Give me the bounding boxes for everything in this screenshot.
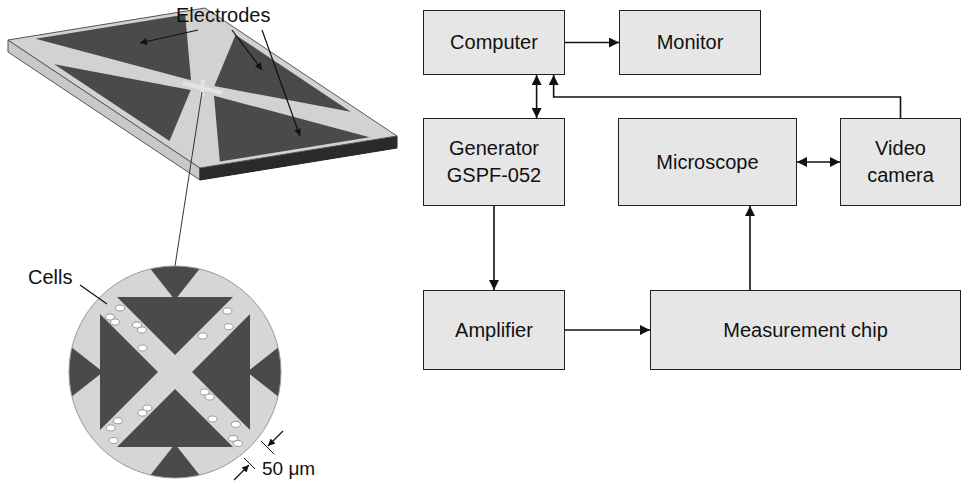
cells bbox=[106, 305, 243, 446]
part-label: Electrodes bbox=[176, 4, 271, 27]
leader-line bbox=[140, 30, 198, 43]
connector-arrow bbox=[749, 206, 751, 290]
process-box: Video camera bbox=[840, 118, 961, 206]
process-box: Measurement chip bbox=[650, 290, 961, 370]
part-label: Cells bbox=[28, 266, 72, 288]
zoom-line bbox=[175, 92, 202, 266]
process-box: Amplifier bbox=[423, 290, 565, 370]
zoom-border bbox=[69, 266, 281, 478]
extension-line bbox=[244, 458, 255, 469]
box-label: Monitor bbox=[657, 29, 724, 56]
connector-arrow bbox=[565, 329, 650, 331]
connector-arrow bbox=[493, 206, 495, 290]
process-box: Computer bbox=[423, 10, 565, 75]
chip-top bbox=[8, 8, 397, 168]
dimension-label: 50 μm bbox=[262, 458, 315, 479]
box-label: Computer bbox=[450, 29, 538, 56]
connector-arrow bbox=[554, 75, 901, 118]
electrode bbox=[214, 96, 370, 162]
process-box: Generator GSPF-052 bbox=[423, 118, 565, 206]
extension-line bbox=[261, 441, 274, 454]
leader-line bbox=[262, 30, 300, 136]
dimension-arrow bbox=[234, 465, 249, 480]
part-label: Cells bbox=[28, 266, 72, 289]
part-label: Electrodes bbox=[176, 4, 271, 26]
channel bbox=[55, 252, 295, 486]
box-label: Video camera bbox=[849, 135, 952, 189]
electrode bbox=[36, 14, 192, 80]
channel bbox=[55, 252, 295, 486]
box-label: Microscope bbox=[656, 149, 758, 176]
channel bbox=[200, 80, 205, 96]
process-box: Microscope bbox=[618, 118, 797, 206]
electrode bbox=[214, 35, 350, 112]
connector-arrow bbox=[797, 161, 840, 163]
dimension-arrow bbox=[268, 431, 283, 446]
process-box: Monitor bbox=[619, 10, 761, 75]
connector-arrow bbox=[536, 75, 538, 118]
dimension-label: 50 μm bbox=[262, 458, 315, 480]
leader-line bbox=[232, 30, 262, 70]
leader-line bbox=[80, 285, 107, 304]
connector-arrow bbox=[565, 42, 619, 44]
box-label: Measurement chip bbox=[723, 317, 888, 344]
box-label: Amplifier bbox=[455, 317, 533, 344]
box-label: Generator GSPF-052 bbox=[432, 135, 556, 189]
electrode bbox=[54, 64, 190, 141]
zoom-content bbox=[55, 252, 295, 486]
